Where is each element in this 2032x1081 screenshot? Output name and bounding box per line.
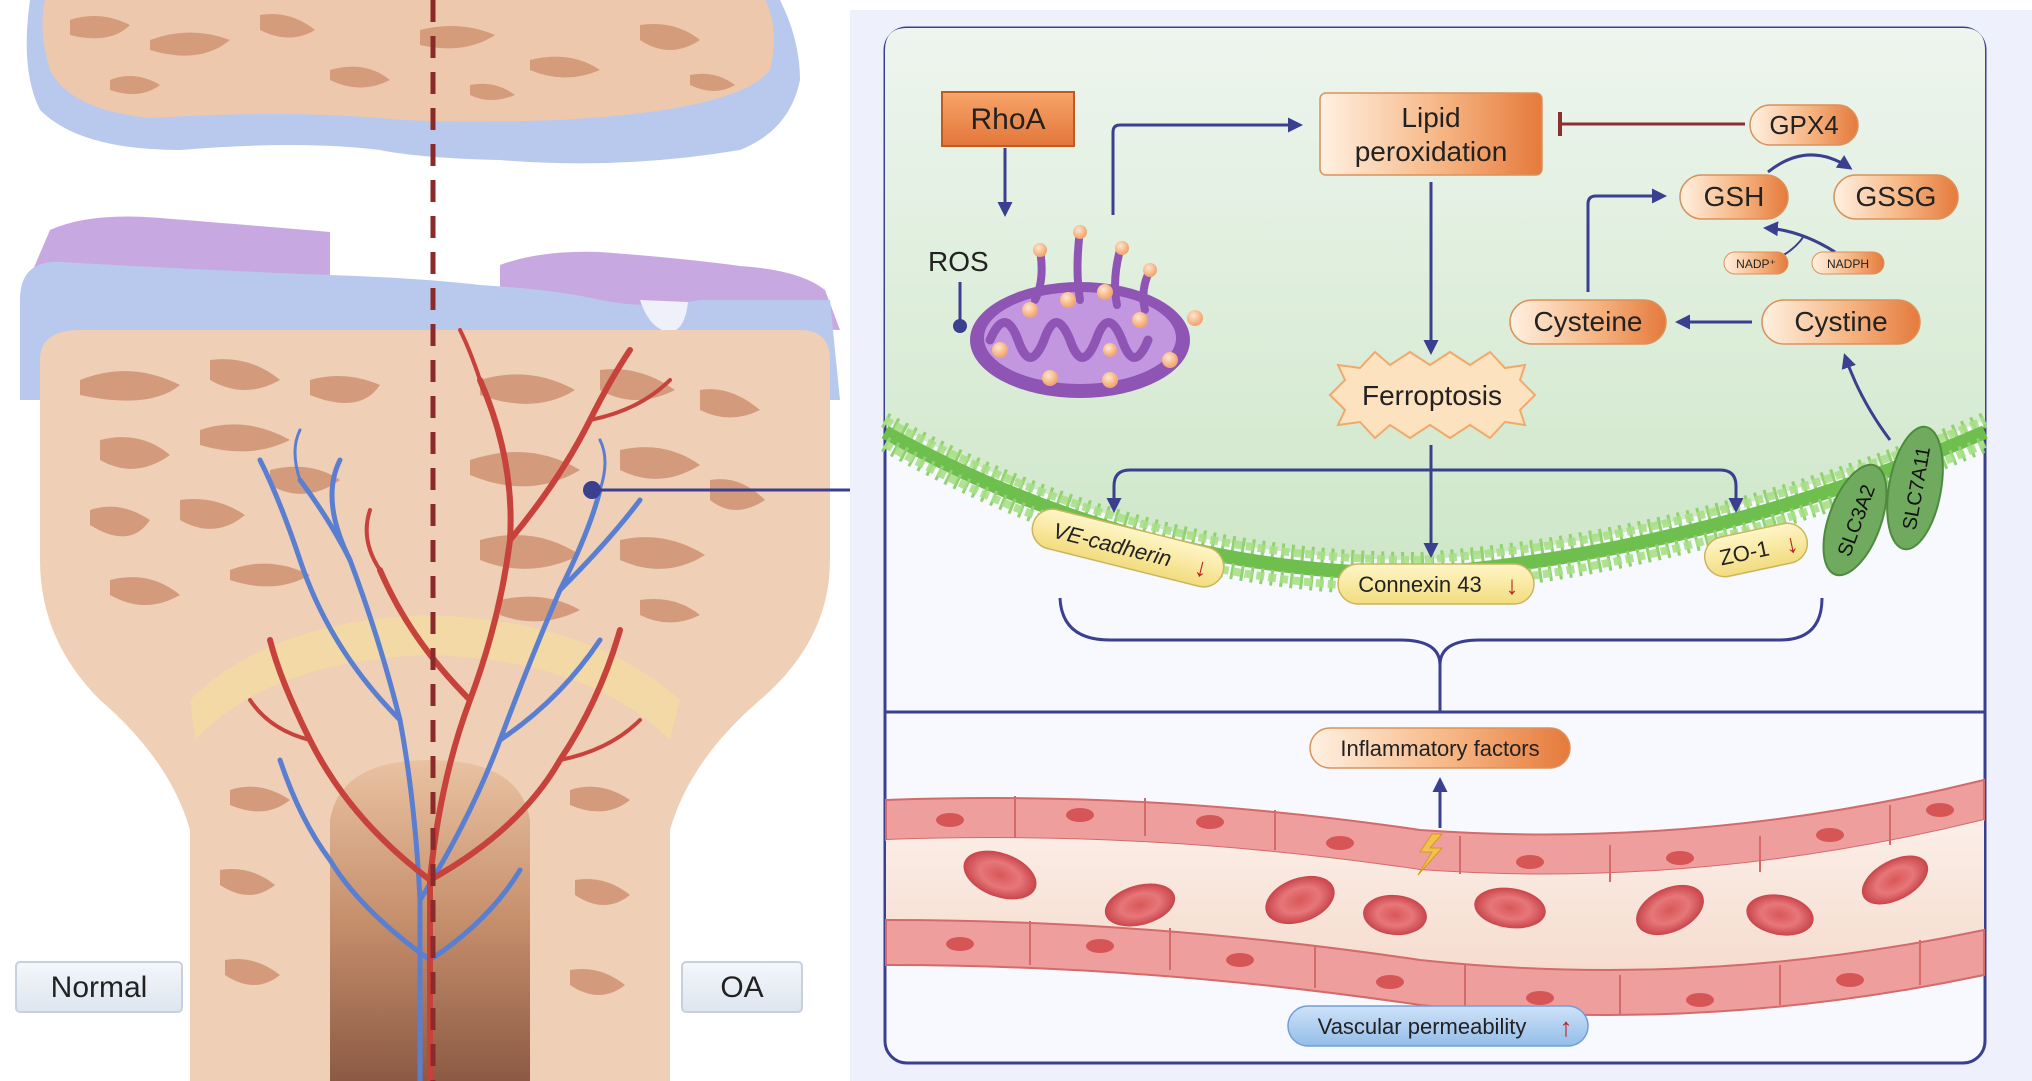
transporter-to-cystine-arrow — [1841, 353, 1892, 441]
oa-label-text: OA — [720, 971, 763, 1004]
permeability-up-icon: ↑ — [1560, 1012, 1573, 1042]
nadp-text: NADP⁺ — [1736, 257, 1776, 271]
gssg-text: GSSG — [1856, 181, 1937, 212]
ferroptosis-to-zo1-arrow — [1431, 468, 1744, 513]
joint-illustration: Normal OA — [15, 0, 885, 1081]
nadph-text: NADPH — [1827, 257, 1869, 271]
zo1-down-icon: ↓ — [1782, 527, 1801, 559]
lipid-text-1: Lipid — [1401, 102, 1460, 133]
gpx4-node: GPX4 — [1749, 104, 1859, 146]
ferroptosis-text: Ferroptosis — [1362, 380, 1502, 411]
upper-bone — [42, 0, 775, 122]
cystine-text: Cystine — [1794, 306, 1887, 337]
gssg-to-gsh-arrow — [1763, 221, 1836, 254]
mitochondrion-icon — [970, 225, 1203, 398]
connexin43-down-icon: ↓ — [1506, 570, 1519, 600]
endothelial-junctions — [1014, 796, 1921, 1015]
slc3a2-transporter: SLC3A2 — [1822, 463, 1888, 577]
vessel-lumen — [886, 820, 1984, 970]
cell-interior — [885, 28, 1985, 560]
mito-to-lipid-arrow — [1111, 117, 1303, 215]
connexin43-pill: Connexin 43 ↓ — [1337, 563, 1535, 605]
red-blood-cells — [963, 850, 1929, 936]
cartilage-lesion — [640, 300, 688, 332]
gsh-to-gssg-arrow — [1767, 153, 1853, 174]
ros-text: ROS — [928, 246, 989, 277]
cysteine-to-gsh-arrow — [1586, 188, 1667, 292]
oa-label: OA — [681, 961, 803, 1013]
cystine-node: Cystine — [1761, 299, 1921, 345]
pathway-panel: RhoA ROS — [850, 10, 2032, 1081]
membrane-bracket — [1058, 597, 1824, 666]
lightning-icon — [1417, 833, 1444, 876]
vascular-permeability-node: Vascular permeability ↑ — [1287, 1005, 1589, 1047]
rhoa-node: RhoA — [941, 91, 1075, 147]
lipid-peroxidation-node: Lipid peroxidation — [1319, 92, 1543, 176]
growth-plate — [190, 615, 680, 740]
gssg-node: GSSG — [1833, 174, 1959, 220]
slc7a11-transporter: SLC7A11 — [1886, 425, 1944, 551]
endothelial-nuclei — [936, 803, 1954, 1007]
cysteine-text: Cysteine — [1534, 306, 1643, 337]
lipid-text-2: peroxidation — [1355, 136, 1508, 167]
ve-cadherin-pill: VE-cadherin ↓ — [1031, 508, 1225, 588]
veins — [257, 428, 643, 1081]
normal-label: Normal — [15, 961, 183, 1013]
gsh-node: GSH — [1679, 174, 1789, 220]
gpx4-text: GPX4 — [1769, 110, 1838, 140]
inflammatory-text: Inflammatory factors — [1340, 736, 1539, 761]
normal-label-text: Normal — [51, 971, 148, 1004]
nadph-node: NADPH — [1811, 251, 1885, 275]
rhoa-text: RhoA — [970, 103, 1045, 136]
cysteine-node: Cysteine — [1509, 299, 1667, 345]
lower-trabecular-pattern — [80, 359, 765, 995]
zo1-pill: ZO-1 ↓ — [1703, 522, 1809, 578]
nadp-node: NADP⁺ — [1723, 251, 1789, 275]
ferroptosis-to-vecadherin-arrow — [1106, 468, 1431, 513]
permeability-text: Vascular permeability — [1318, 1014, 1527, 1039]
gsh-text: GSH — [1704, 181, 1765, 212]
upper-trabecular-pattern — [70, 14, 735, 100]
inflammatory-factors-node: Inflammatory factors — [1309, 727, 1571, 769]
blood-vessel — [885, 778, 1985, 1016]
ros-pin-head — [953, 319, 967, 333]
ferroptosis-node: Ferroptosis — [1328, 350, 1537, 440]
connexin43-text: Connexin 43 — [1358, 572, 1482, 597]
arteries — [248, 328, 672, 1081]
